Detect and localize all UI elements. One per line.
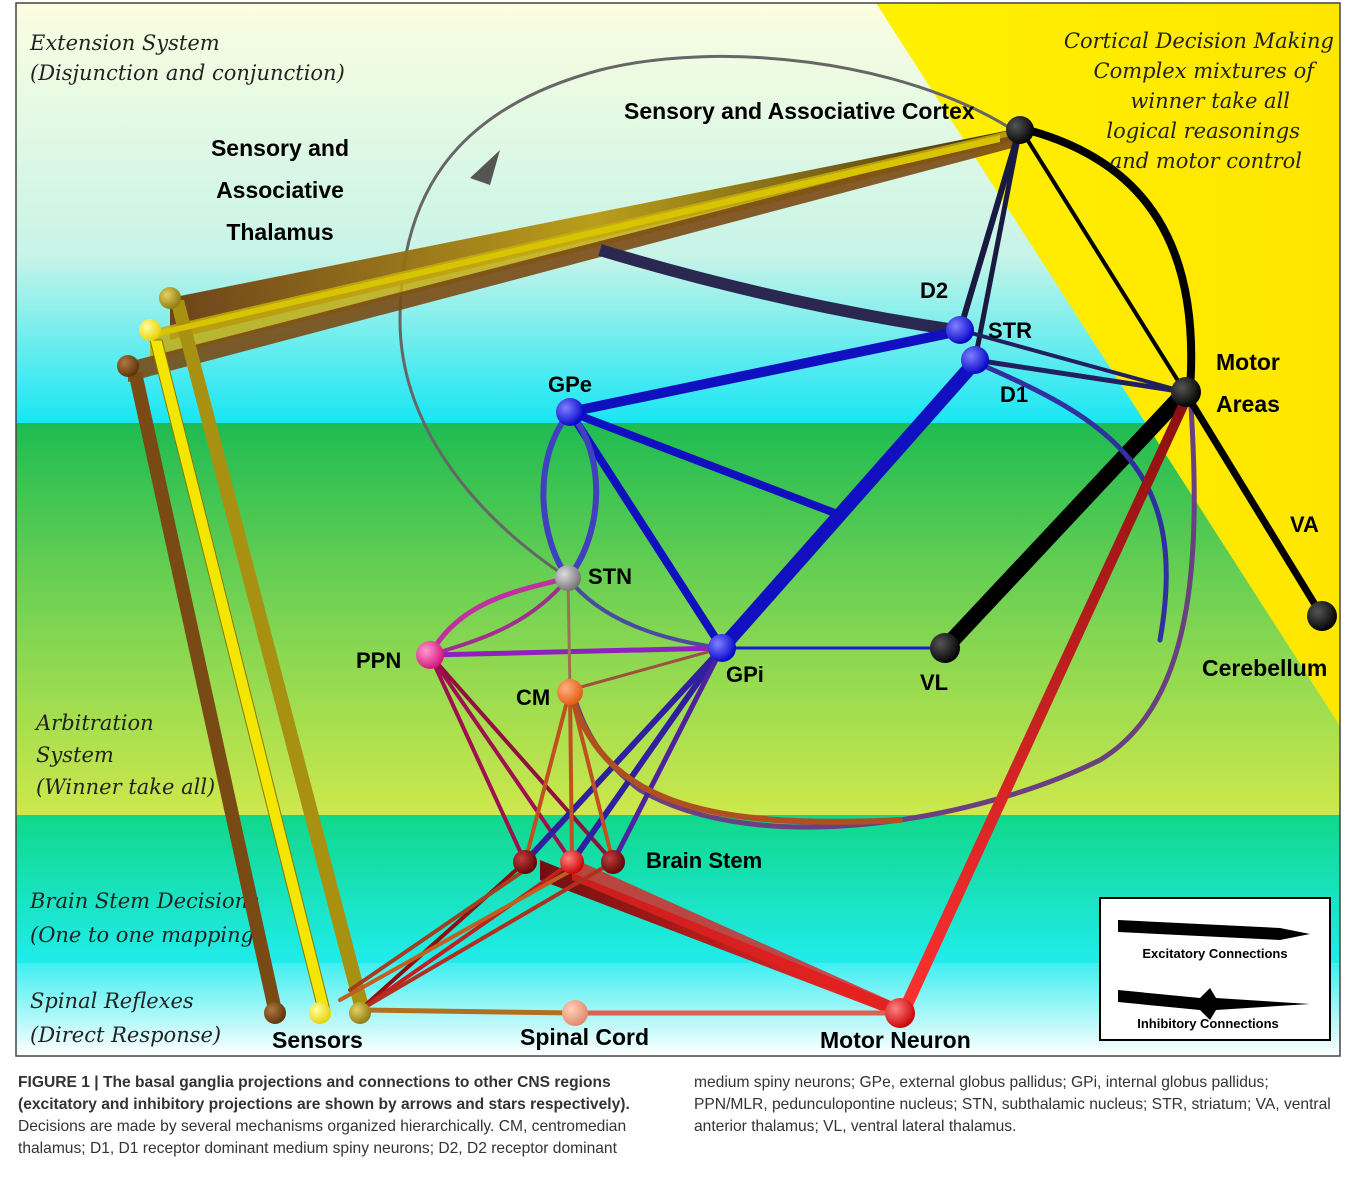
brain-stem-label: Brain Stem xyxy=(646,848,762,873)
d1-label: D1 xyxy=(1000,382,1028,407)
thalamus-node-olive xyxy=(159,287,181,309)
stn-node xyxy=(555,565,581,591)
motor-neuron-label: Motor Neuron xyxy=(820,1027,971,1053)
stn-label: STN xyxy=(588,564,632,589)
arbitration-label-2: System xyxy=(36,743,114,767)
brainstem-decisions-label: Brain Stem Decisions xyxy=(29,889,259,913)
motor-areas-label-2: Areas xyxy=(1216,391,1280,417)
brainstem-node-1 xyxy=(513,850,537,874)
brainstem-node-3 xyxy=(601,850,625,874)
excitatory-arrow-icon xyxy=(1118,920,1310,940)
basal-ganglia-diagram: Extension System (Disjunction and conjun… xyxy=(15,2,1341,1057)
sensors-label: Sensors xyxy=(272,1027,363,1053)
d2-label: D2 xyxy=(920,278,948,303)
ppn-connections xyxy=(427,575,903,865)
caption-body: Decisions are made by several mechanisms… xyxy=(18,1074,1331,1157)
gpe-label: GPe xyxy=(548,372,592,397)
cortical-decision-label-3: winner take all xyxy=(1130,89,1290,113)
cortical-decision-label-1: Cortical Decision Making xyxy=(1064,29,1334,53)
extension-system-sublabel: (Disjunction and conjunction) xyxy=(30,61,345,85)
motor-neuron-node xyxy=(885,998,915,1028)
spinal-reflexes-label: Spinal Reflexes xyxy=(30,989,194,1013)
cerebellum-label: Cerebellum xyxy=(1202,655,1327,681)
motor-areas-node xyxy=(1171,377,1201,407)
brainstem-spinal-connections xyxy=(338,396,1192,1018)
brainstem-node-2 xyxy=(560,850,584,874)
thalamus-label-3: Thalamus xyxy=(226,219,333,245)
basal-ganglia-network xyxy=(540,327,1193,656)
inhibitory-star-icon xyxy=(1118,988,1310,1020)
vl-node xyxy=(930,633,960,663)
cortex-label: Sensory and Associative Cortex xyxy=(624,98,975,124)
motor-areas-label-1: Motor xyxy=(1216,349,1280,375)
spinal-reflexes-sublabel: (Direct Response) xyxy=(30,1023,221,1047)
caption-lead: FIGURE 1 | The basal ganglia projections… xyxy=(18,1074,630,1113)
figure-caption: FIGURE 1 | The basal ganglia projections… xyxy=(18,1072,1338,1160)
extension-system-label: Extension System xyxy=(29,31,220,55)
sensor-node-yellow xyxy=(309,1002,331,1024)
legend: Excitatory Connections Inhibitory Connec… xyxy=(1099,897,1331,1041)
legend-inhibitory-label: Inhibitory Connections xyxy=(1137,1016,1279,1031)
cortex-node xyxy=(1006,116,1034,144)
sensor-node-brown xyxy=(264,1002,286,1024)
spinal-cord-label: Spinal Cord xyxy=(520,1024,649,1050)
d2-node xyxy=(946,316,974,344)
ppn-label: PPN xyxy=(356,648,401,673)
thalamus-node-yellow xyxy=(139,319,161,341)
vl-label: VL xyxy=(920,670,948,695)
str-label: STR xyxy=(988,318,1032,343)
cortex-connections xyxy=(957,125,1326,620)
sensor-node-olive xyxy=(349,1002,371,1024)
cm-node xyxy=(557,679,583,705)
sensor-thalamus-bundles xyxy=(128,135,1000,1011)
cerebellum-node xyxy=(1307,601,1337,631)
cm-label: CM xyxy=(516,685,550,710)
arbitration-label-1: Arbitration xyxy=(34,711,154,735)
thalamus-label-2: Associative xyxy=(216,177,344,203)
gpi-label: GPi xyxy=(726,662,764,687)
va-label: VA xyxy=(1290,512,1319,537)
thalamus-node-brown xyxy=(117,355,139,377)
cortical-decision-label-5: and motor control xyxy=(1110,149,1302,173)
gpe-node xyxy=(556,398,584,426)
ppn-node xyxy=(416,641,444,669)
d1-node xyxy=(961,346,989,374)
cortical-decision-label-4: logical reasonings xyxy=(1106,119,1300,143)
cortical-decision-label-2: Complex mixtures of xyxy=(1094,59,1318,83)
gpi-node xyxy=(708,634,736,662)
brainstem-decisions-sublabel: (One to one mapping) xyxy=(30,923,262,947)
thalamus-label-1: Sensory and xyxy=(211,135,349,161)
spinal-cord-node xyxy=(562,1000,588,1026)
arbitration-label-3: (Winner take all) xyxy=(36,775,215,799)
nodes xyxy=(117,116,1337,1028)
legend-excitatory-label: Excitatory Connections xyxy=(1142,946,1287,961)
